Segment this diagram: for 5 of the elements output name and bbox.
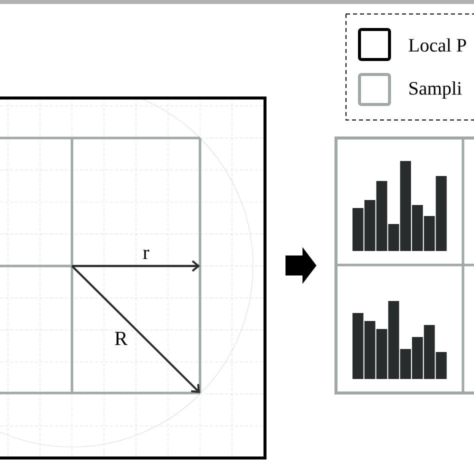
radius-label: R xyxy=(114,332,128,345)
radius-label: r xyxy=(143,250,150,259)
legend-label: Local P xyxy=(408,38,466,52)
cell-grid xyxy=(334,136,474,394)
legend-label: Sampli xyxy=(409,81,462,99)
